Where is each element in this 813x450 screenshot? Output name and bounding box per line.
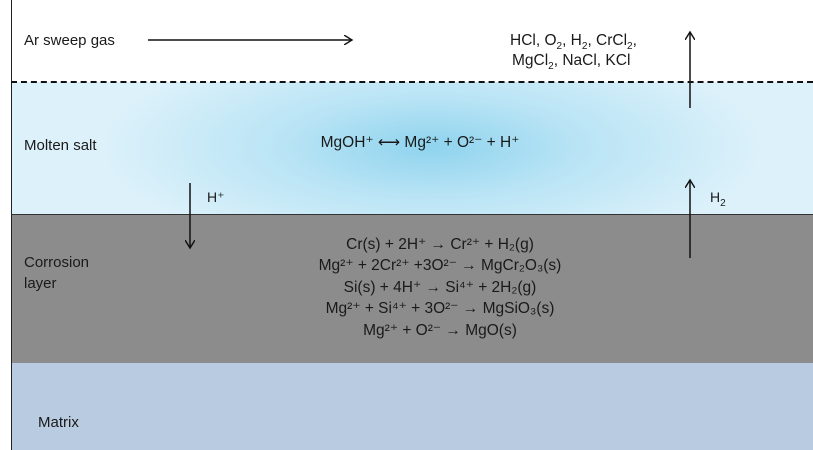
gas-products-text: , NaCl, KCl (553, 52, 631, 69)
molten-salt-layer (11, 82, 813, 214)
corrosion-equation-4: Mg²⁺ + Si⁴⁺ + 3O²⁻ → MgSiO₃(s) (325, 300, 555, 317)
h2-label: H2 (710, 189, 726, 208)
matrix-layer (11, 363, 813, 450)
sweep-gas-label: Ar sweep gas (24, 32, 115, 49)
h2-label-sub: 2 (720, 197, 726, 209)
corrosion-equation-2: Mg²⁺ + 2Cr²⁺ +3O²⁻ → MgCr₂O₃(s) (318, 257, 562, 274)
gas-products-line1: HCl, O2, H2, CrCl2, (510, 31, 637, 53)
gas-products-sub: 2 (548, 61, 554, 73)
salt-equilibrium-equation: MgOH⁺ ⟷ Mg²⁺ + O²⁻ + H⁺ (320, 134, 520, 151)
gas-products-text: , (632, 32, 637, 49)
corrosion-label-line2: layer (24, 275, 57, 292)
gas-salt-interface-dashed-line (11, 81, 813, 83)
gas-products-text: , CrCl (587, 32, 628, 49)
corrosion-equation-1: Cr(s) + 2H⁺ → Cr²⁺ + H₂(g) (346, 236, 534, 253)
h2-label-main: H (710, 189, 721, 205)
gas-products-line2: MgCl2, NaCl, KCl (512, 51, 631, 73)
matrix-label: Matrix (38, 414, 79, 431)
gas-products-text: , H (562, 32, 582, 49)
corrosion-equation-3: Si(s) + 4H⁺ → Si⁴⁺ + 2H₂(g) (343, 279, 537, 296)
h-plus-label: H⁺ (207, 189, 225, 205)
corrosion-equation-5: Mg²⁺ + O²⁻ → MgO(s) (363, 322, 517, 339)
gas-products-sub: 2 (556, 41, 563, 53)
gas-products-text: MgCl (512, 52, 549, 69)
molten-salt-label: Molten salt (24, 137, 97, 154)
sweep-gas-layer (11, 0, 813, 82)
gas-products-sub: 2 (581, 41, 588, 53)
gas-products-sub: 2 (627, 41, 633, 53)
corrosion-label-line1: Corrosion (24, 254, 90, 271)
gas-products-text: HCl, O (510, 32, 557, 49)
